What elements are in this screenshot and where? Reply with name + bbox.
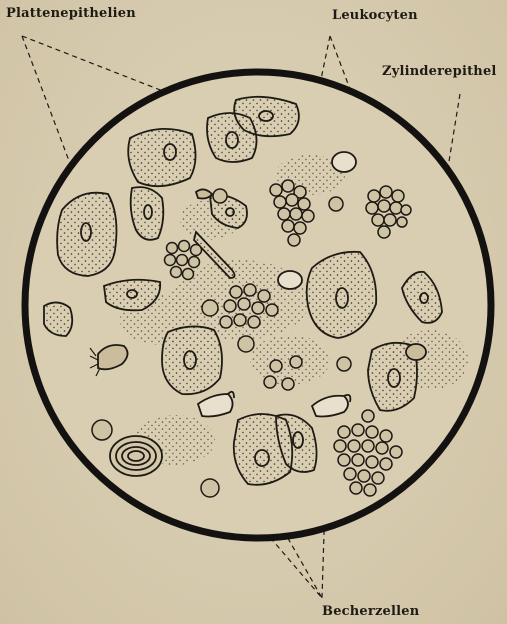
label-plattenepithelien: Plattenepithelien bbox=[6, 6, 136, 21]
concentric-body bbox=[110, 436, 162, 476]
squamous-cell bbox=[234, 97, 299, 136]
oval-body bbox=[278, 271, 302, 289]
squamous-cell bbox=[57, 193, 116, 276]
squamous-cell bbox=[128, 129, 195, 186]
label-becherzellen: Becherzellen bbox=[322, 604, 419, 619]
oval-body bbox=[332, 152, 356, 172]
label-leukocyten: Leukocyten bbox=[332, 8, 418, 23]
squamous-cell bbox=[44, 302, 72, 336]
squamous-cell bbox=[162, 326, 222, 394]
oval-body bbox=[406, 344, 426, 360]
label-zylinderepithel: Zylinderepithel bbox=[382, 64, 497, 79]
